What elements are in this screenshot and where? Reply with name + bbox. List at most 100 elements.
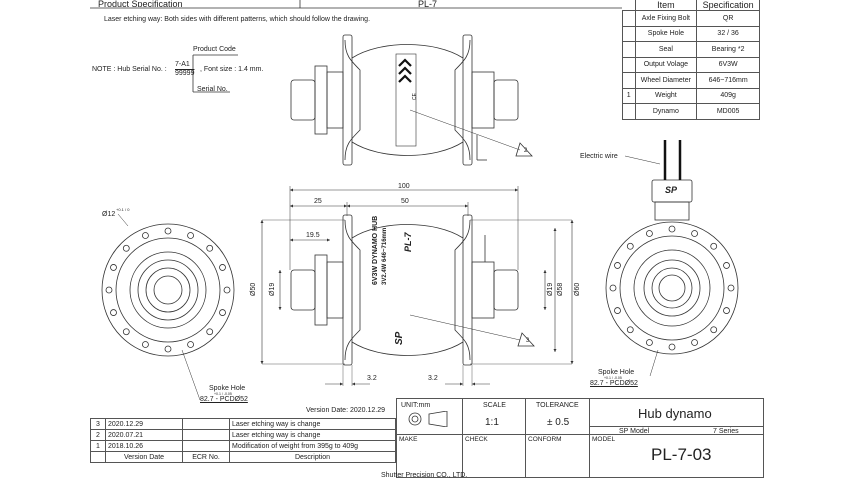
- pcd-left: 82.7 - PCDØ52: [200, 396, 248, 403]
- tol-right: +0.1 / -0.05: [604, 376, 622, 380]
- hub-ce-mark: CE: [412, 92, 418, 100]
- spoke-hole: [187, 232, 194, 239]
- tol-left: +0.1 / -0.05: [214, 392, 232, 396]
- serial-label: Serial No.: [197, 86, 228, 93]
- spoke-hole: [626, 326, 634, 334]
- spoke-hole: [142, 341, 149, 348]
- spoke-hole: [105, 286, 113, 294]
- dim-d58: Ø58: [557, 282, 564, 296]
- dim-d19-right: Ø19: [547, 282, 554, 296]
- spoke-hole: [110, 309, 117, 316]
- spoke-hole: [219, 264, 226, 271]
- spoke-hole: [614, 307, 621, 314]
- model-value: PL-7-03: [651, 445, 712, 464]
- spoke-hole: [723, 262, 730, 269]
- dim-d19-left: Ø19: [269, 282, 276, 296]
- spoke-hole: [122, 244, 130, 252]
- spoke-hole: [668, 225, 676, 233]
- spoke-hole: [691, 339, 698, 346]
- right-flange-view: [605, 140, 739, 377]
- electric-wire-label: Electric wire: [580, 153, 618, 160]
- callout-3: 3: [526, 338, 530, 344]
- spoke-hole: [710, 326, 718, 334]
- spoke-hole: [206, 244, 214, 252]
- spoke-hole: [142, 232, 149, 239]
- company-name: Shutter Precision CO., LTD.: [381, 472, 468, 479]
- hub-brand-sp: SP: [394, 331, 405, 345]
- sp-model-label: SP Model: [619, 428, 650, 435]
- spoke-hole: [164, 345, 172, 353]
- serial-code-top: 7-A1: [175, 61, 190, 68]
- model-label: MODEL: [592, 436, 616, 443]
- hub-print-line2: 3V2.4W 646~716mm: [382, 227, 388, 285]
- spoke-hole: [646, 230, 653, 237]
- spoke-hole: [710, 242, 718, 250]
- tolerance-value: ± 0.5: [547, 417, 570, 428]
- conform-label: CONFORM: [528, 436, 562, 443]
- scale-label: SCALE: [483, 402, 506, 409]
- projection-symbol: [408, 411, 448, 427]
- spoke-hole: [223, 286, 231, 294]
- top-hub-view: [290, 34, 533, 166]
- hub-brand-model: PL-7: [403, 232, 413, 252]
- spoke-hole: [219, 309, 226, 316]
- spoke-hole: [110, 264, 117, 271]
- scale-value: 1:1: [485, 417, 499, 428]
- connector-brand: SP: [665, 185, 678, 195]
- spoke-hole-right-label: Spoke Hole: [598, 369, 635, 376]
- product-code-label: Product Code: [193, 46, 236, 53]
- spoke-hole: [614, 262, 621, 269]
- font-size-note: , Font size : 1.4 mm.: [200, 66, 264, 73]
- dim-d60: Ø60: [574, 282, 581, 296]
- spoke-hole: [626, 242, 634, 250]
- series-label: 7 Series: [713, 428, 739, 435]
- spoke-hole: [164, 227, 172, 235]
- laser-note: Laser etching way: Both sides with diffe…: [104, 16, 371, 23]
- spec-col-item: Item: [634, 0, 698, 11]
- unit-label: UNIT:mm: [401, 402, 431, 409]
- tolerance-label: TOLERANCE: [536, 402, 579, 409]
- left-flange-view: [101, 213, 235, 401]
- pcd-right: 82.7 - PCDØ52: [590, 380, 638, 387]
- spoke-hole: [691, 230, 698, 237]
- title-block: UNIT:mm SCALE 1:1 TOLERANCE ± 0.5 Hub dy…: [381, 398, 764, 479]
- dim-d12-tol: +0.1 / 0: [116, 207, 130, 212]
- drawing-title: Hub dynamo: [638, 406, 712, 421]
- serial-code-bottom: 99999: [175, 70, 195, 77]
- spoke-hole: [609, 284, 617, 292]
- dim-3-2-left: 3.2: [367, 375, 377, 382]
- spoke-hole: [727, 284, 735, 292]
- spoke-hole: [668, 343, 676, 351]
- dim-d12: Ø12: [102, 211, 116, 218]
- header-center-title: PL-7: [418, 0, 438, 7]
- spec-col-spec: Specification: [696, 0, 760, 11]
- spoke-hole: [122, 328, 130, 336]
- dim-3-2-right: 3.2: [428, 375, 438, 382]
- dim-25: 25: [314, 198, 322, 205]
- dim-19-5: 19.5: [306, 232, 320, 239]
- dim-50: 50: [401, 198, 409, 205]
- spoke-hole-left-label: Spoke Hole: [209, 385, 246, 392]
- callout-2: 2: [524, 148, 528, 154]
- dim-100: 100: [398, 183, 410, 190]
- header-left-title: Product Specification: [98, 0, 183, 7]
- version-date: Version Date: 2020.12.29: [306, 407, 386, 414]
- serial-note-prefix: NOTE : Hub Serial No. :: [92, 66, 167, 73]
- spoke-hole: [206, 328, 214, 336]
- make-label: MAKE: [399, 436, 418, 443]
- spoke-hole: [723, 307, 730, 314]
